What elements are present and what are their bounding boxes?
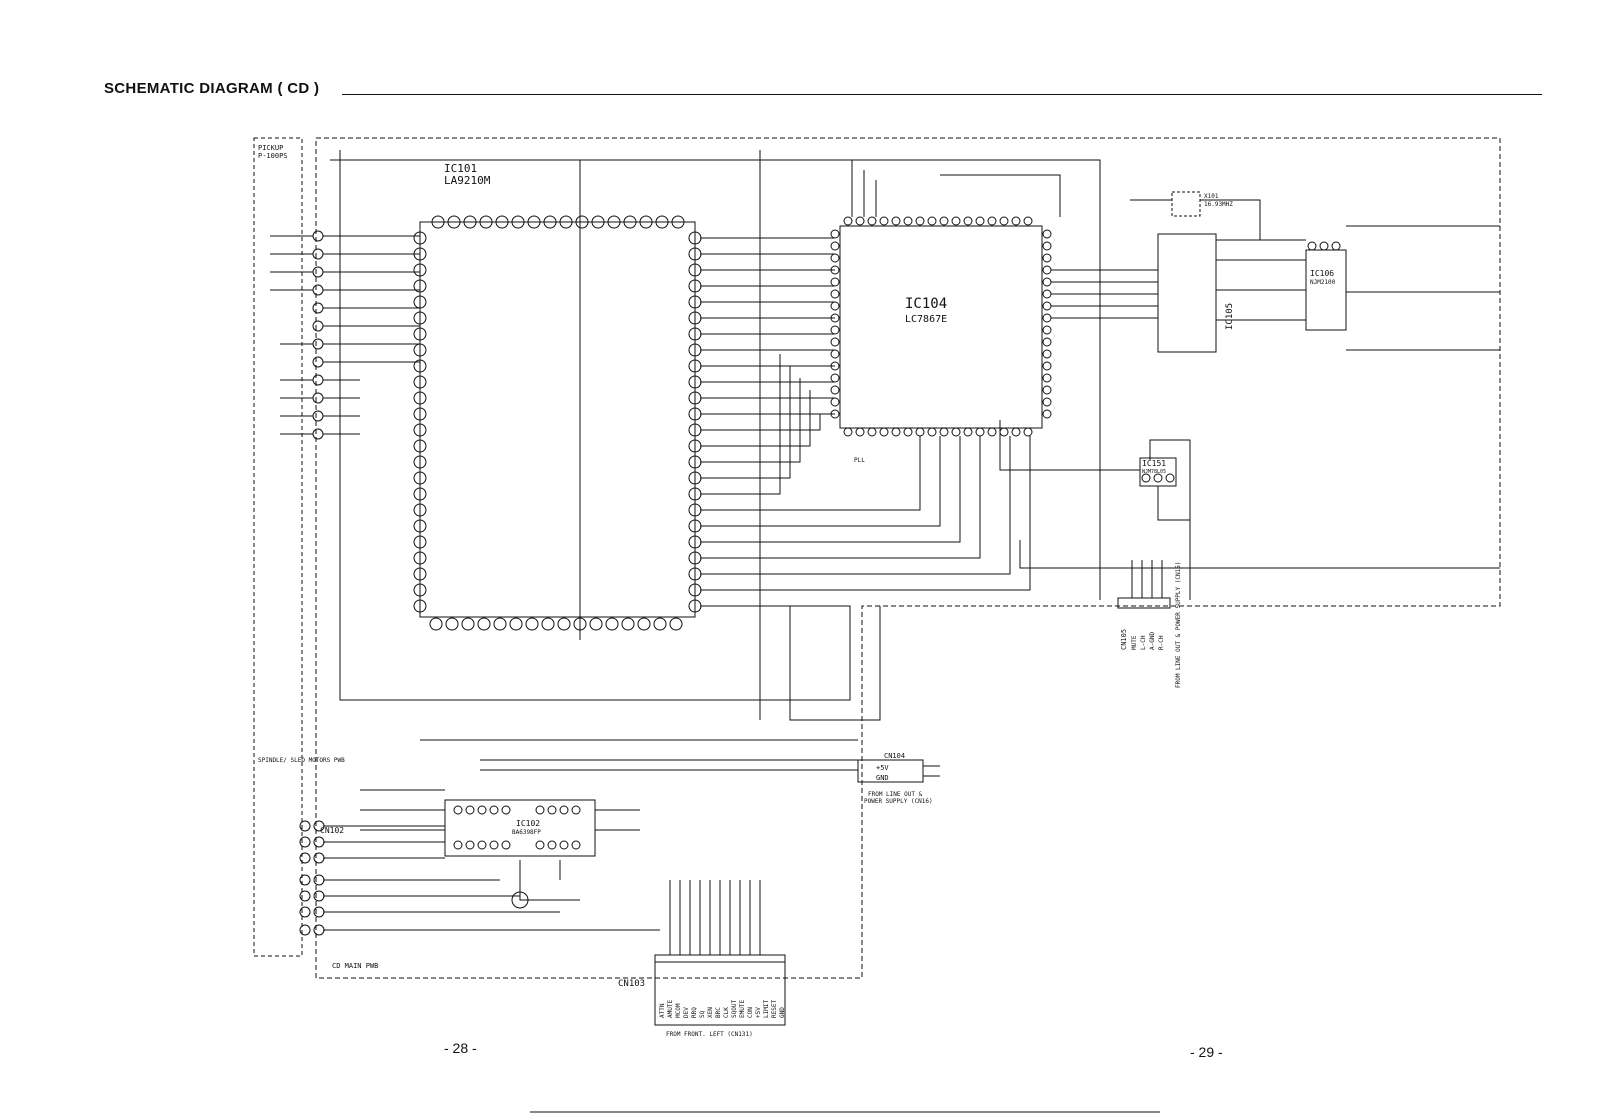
cn103-pin: AMUTE <box>667 1000 674 1018</box>
cn103-pin: XEN <box>707 1007 714 1018</box>
cn103-pin: SQ <box>699 1010 706 1018</box>
spindle-sled-label: SPINDLE/ SLED MOTORS PWB <box>258 757 345 764</box>
cn103-pin: +5V <box>755 1007 762 1018</box>
cn103-pin: DEV <box>683 1007 690 1018</box>
ic101-part: LA9210M <box>444 174 491 187</box>
ic102-body <box>444 799 596 857</box>
from-line-out-b: POWER SUPPLY (CN16) <box>864 798 933 805</box>
from-line-out-a: FROM LINE OUT & <box>868 791 923 798</box>
ic106-pins <box>1307 241 1341 251</box>
pickup-label: PICKUP <box>258 144 283 152</box>
q-transistor <box>511 891 529 909</box>
cn104-pin-1: +5V <box>876 764 889 772</box>
cn103-pin: BRC <box>715 1007 722 1018</box>
pickup-box <box>253 137 303 957</box>
cn104-pin-2: GND <box>876 774 889 782</box>
cn104-label: CN104 <box>884 752 905 760</box>
cn103-pin: MCOM <box>675 1003 682 1018</box>
motor-connector <box>299 820 325 936</box>
ic106-body <box>1305 249 1347 331</box>
cn104-box <box>857 759 924 783</box>
cn105-label: CN105 <box>1120 629 1128 650</box>
cn103-pin: RRQ <box>691 1007 698 1018</box>
cn105-pin-agnd: A-GND <box>1149 632 1156 650</box>
cn103-pin: GND <box>779 1007 786 1018</box>
cn105-box <box>1117 597 1171 609</box>
ic151-part: NJM78L05 <box>1142 469 1166 475</box>
ic102-pins <box>453 805 581 850</box>
main-pwb-border <box>315 137 1501 979</box>
ic101-bottom-pins <box>429 617 683 631</box>
ic101-right-pins <box>688 231 702 613</box>
ic151-name: IC151 <box>1142 459 1166 468</box>
pickup-connector <box>270 230 420 440</box>
cn103-pin: RESET <box>771 1000 778 1018</box>
page-number-left: - 28 - <box>444 1040 477 1056</box>
from-line-out-vertical: FROM LINE OUT & POWER SUPPLY (CN15) <box>1175 562 1182 688</box>
ic106-name: IC106 <box>1310 269 1334 278</box>
ic104-pins <box>830 216 1052 437</box>
cn105-pin-rch: R-CH <box>1158 635 1165 650</box>
wiring <box>323 150 1500 955</box>
cn103-pin: CON <box>747 1007 754 1018</box>
cn103-label: CN103 <box>618 979 645 989</box>
x101-box <box>1171 191 1201 217</box>
ic105-name: IC105 <box>1225 303 1235 330</box>
ic106-part: NJM2100 <box>1310 279 1336 286</box>
from-front-left-label: FROM FRONT. LEFT (CN131) <box>666 1031 753 1038</box>
pll-label: PLL <box>854 457 865 464</box>
ic101-name: IC101 <box>444 162 477 175</box>
ic104-body <box>839 225 1043 429</box>
x101-freq: 16.93MHZ <box>1204 201 1233 208</box>
cn103-pin: EMUTE <box>739 1000 746 1018</box>
cn103-pin: ATTN <box>659 1003 666 1018</box>
title-rule <box>342 94 1542 95</box>
cn103-pin: SQOUT <box>731 1000 738 1018</box>
ic102-name: IC102 <box>516 819 540 828</box>
ic101-body <box>419 221 696 618</box>
cn102-label: CN102 <box>320 826 344 835</box>
ic101-top-pins <box>431 215 685 229</box>
pickup-model-label: P-100PS <box>258 152 288 160</box>
ic104-name: IC104 <box>905 296 947 312</box>
page-number-right: - 29 - <box>1190 1044 1223 1060</box>
ic102-part: BA6398FP <box>512 829 541 836</box>
cn103-pin: LIMIT <box>763 1000 770 1018</box>
ic101-left-pins <box>413 231 427 613</box>
cd-main-pwb-label: CD MAIN PWB <box>332 962 378 970</box>
ic151-pins <box>1141 473 1175 483</box>
ic105-body <box>1157 233 1217 353</box>
page-title: SCHEMATIC DIAGRAM ( CD ) <box>104 80 320 97</box>
x101-label: X101 <box>1204 193 1219 200</box>
cn105-pin-lch: L-CH <box>1140 635 1147 650</box>
cn103-pin: CLK <box>723 1007 730 1018</box>
ic104-part: LC7867E <box>905 314 947 325</box>
cn105-pin-mute: MUTE <box>1131 635 1138 650</box>
